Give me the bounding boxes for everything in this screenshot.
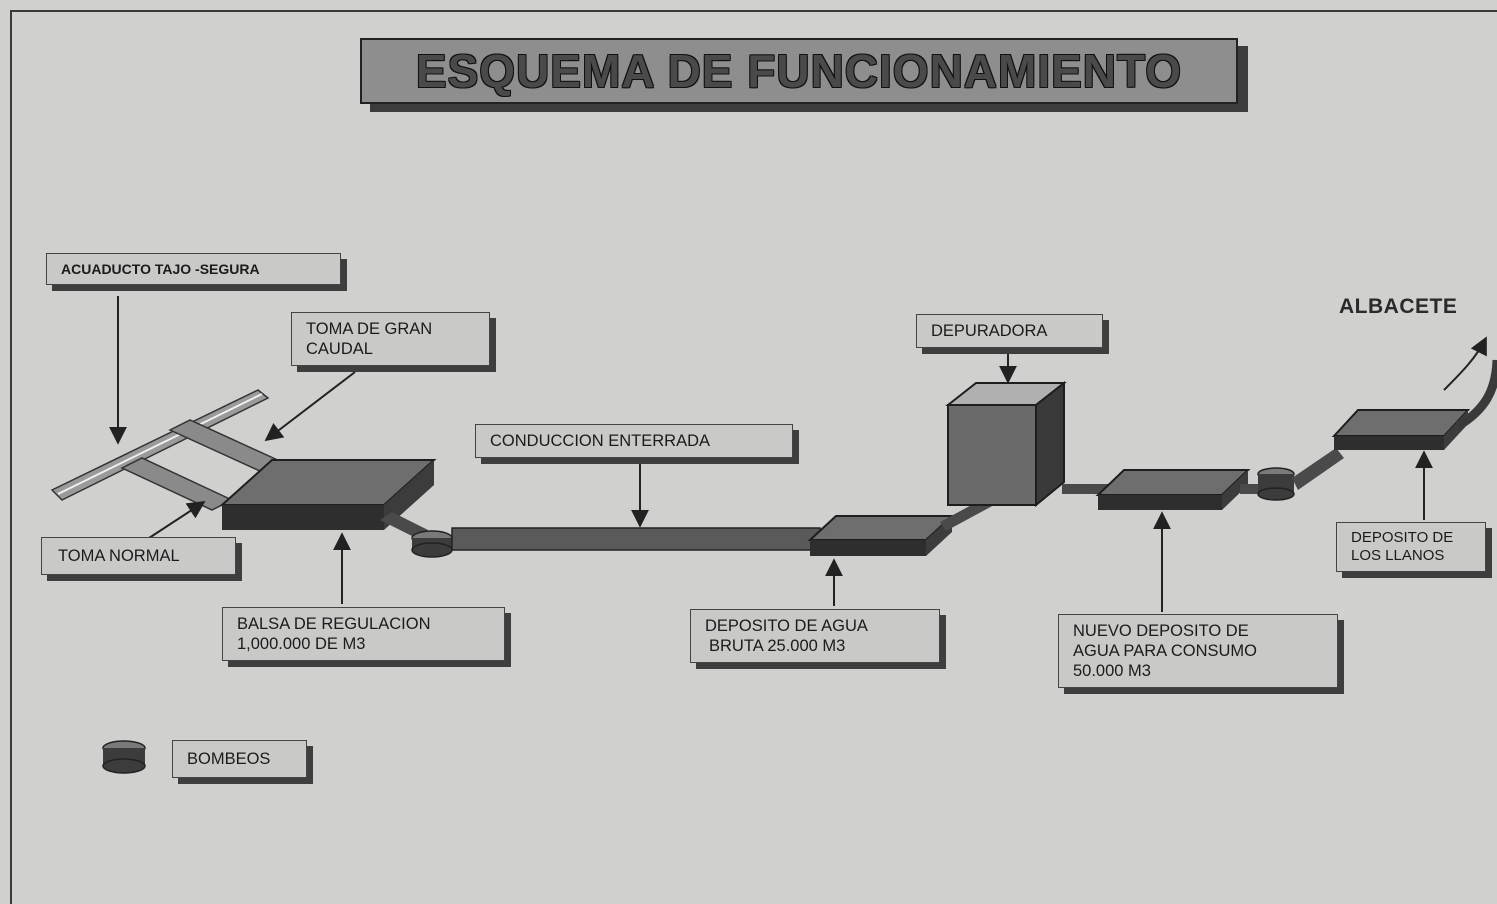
label-acueducto: ACUADUCTO TAJO -SEGURA	[46, 253, 341, 285]
pipe-nuevo-pump	[1240, 484, 1262, 494]
pump-2	[1257, 467, 1295, 501]
conduccion-pipe	[451, 527, 821, 551]
label-conduccion: CONDUCCION ENTERRADA	[475, 424, 793, 458]
toma-gran-caudal-channel	[168, 419, 284, 473]
label-bombeos: BOMBEOS	[172, 740, 307, 778]
label-depuradora: DEPURADORA	[916, 314, 1103, 348]
nuevo-deposito-tank	[1095, 469, 1251, 510]
label-toma-normal-text: TOMA NORMAL	[58, 547, 180, 565]
diagram-title: ESQUEMA DE FUNCIONAMIENTO	[415, 45, 1183, 97]
toma-normal-channel	[120, 457, 234, 511]
pipe-depuradora-nuevo	[1062, 484, 1112, 494]
label-deposito-llanos-line2: LOS LLANOS	[1351, 547, 1445, 564]
pipe-pump-llanos	[1292, 448, 1344, 490]
title-box: ESQUEMA DE FUNCIONAMIENTO	[360, 38, 1238, 104]
deposito-llanos-tank	[1331, 409, 1471, 450]
label-acueducto-text: ACUADUCTO TAJO -SEGURA	[61, 261, 260, 277]
label-deposito-bruta-line1: DEPOSITO DE AGUA	[705, 617, 868, 635]
legend-pump-icon	[102, 740, 146, 774]
label-toma-gran-caudal-line1: TOMA DE GRAN	[306, 320, 433, 338]
label-conduccion-text: CONDUCCION ENTERRADA	[490, 432, 711, 450]
label-depuradora-text: DEPURADORA	[931, 322, 1048, 340]
label-bombeos-text: BOMBEOS	[187, 750, 271, 768]
label-deposito-llanos: DEPOSITO DE LOS LLANOS	[1336, 522, 1486, 572]
label-nuevo-deposito: NUEVO DEPOSITO DE AGUA PARA CONSUMO 50.0…	[1058, 614, 1338, 688]
arrow-toma-normal	[145, 501, 206, 541]
label-deposito-bruta-line2: BRUTA 25.000 M3	[709, 637, 846, 655]
label-toma-gran-caudal-line2: CAUDAL	[306, 340, 373, 358]
label-toma-gran-caudal: TOMA DE GRAN CAUDAL	[291, 312, 490, 366]
label-nuevo-deposito-line1: NUEVO DEPOSITO DE	[1073, 622, 1249, 640]
label-balsa-line2: 1,000.000 DE M3	[237, 635, 366, 653]
page-frame	[10, 10, 1497, 904]
label-balsa: BALSA DE REGULACION 1,000.000 DE M3	[222, 607, 505, 661]
label-deposito-bruta: DEPOSITO DE AGUA BRUTA 25.000 M3	[690, 609, 940, 663]
pipe-llanos-albacete	[1455, 359, 1497, 430]
label-nuevo-deposito-line3: 50.000 M3	[1073, 662, 1151, 680]
balsa-tank	[219, 459, 437, 530]
pump-1	[411, 530, 453, 558]
arrow-toma-gran-caudal	[264, 371, 356, 442]
label-albacete: ALBACETE	[1339, 295, 1458, 318]
deposito-bruta-tank	[807, 515, 955, 556]
pipe-balsa-pump	[380, 512, 428, 538]
depuradora-cube	[945, 380, 1067, 508]
label-deposito-llanos-line1: DEPOSITO DE	[1351, 529, 1454, 546]
albacete-arrow	[1443, 336, 1487, 391]
label-balsa-line1: BALSA DE REGULACION	[237, 615, 431, 633]
label-toma-normal: TOMA NORMAL	[41, 537, 236, 575]
label-nuevo-deposito-line2: AGUA PARA CONSUMO	[1073, 642, 1257, 660]
pointer-arrows	[109, 296, 1433, 612]
